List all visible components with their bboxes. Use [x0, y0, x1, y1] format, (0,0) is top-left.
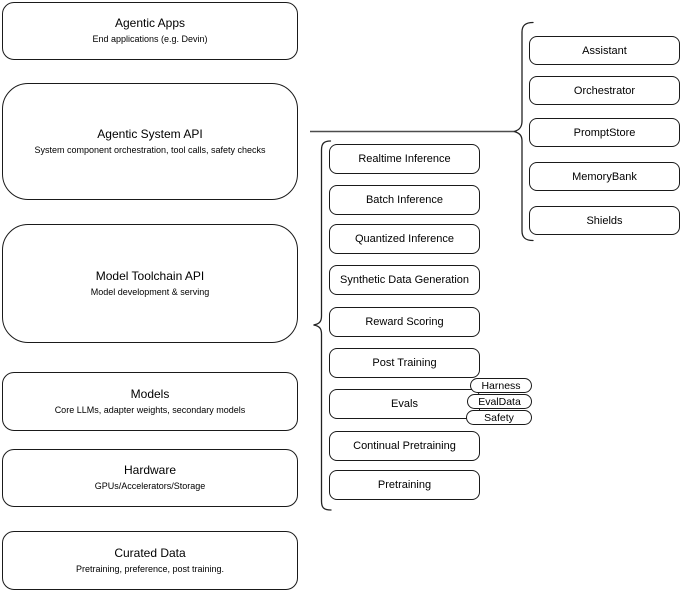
node-label: Realtime Inference	[358, 153, 451, 165]
node-subtitle: Model development & serving	[90, 286, 210, 297]
node-title: Agentic Apps	[114, 16, 186, 31]
node-subtitle: System component orchestration, tool cal…	[34, 144, 266, 155]
node-realtime-inference: Realtime Inference	[329, 144, 480, 174]
node-subtitle: Pretraining, preference, post training.	[75, 563, 225, 574]
node-curated-data: Curated Data Pretraining, preference, po…	[2, 531, 298, 590]
tag-label: Harness	[481, 379, 521, 392]
node-label: Batch Inference	[365, 194, 444, 206]
node-shields: Shields	[529, 206, 680, 235]
node-label: Reward Scoring	[365, 316, 444, 328]
node-label: Continual Pretraining	[353, 440, 456, 452]
node-label: MemoryBank	[572, 170, 637, 183]
node-title: Models	[130, 386, 170, 401]
node-label: Evals	[391, 398, 418, 410]
node-label: Synthetic Data Generation	[339, 274, 470, 286]
node-label: Shields	[586, 214, 623, 227]
node-quantized-inference: Quantized Inference	[329, 224, 480, 254]
node-agentic-apps: Agentic Apps End applications (e.g. Devi…	[2, 2, 298, 60]
node-model-toolchain-api: Model Toolchain API Model development & …	[2, 224, 298, 343]
node-evals: Evals	[329, 389, 480, 419]
node-title: Agentic System API	[97, 126, 203, 141]
tag-safety: Safety	[466, 410, 532, 425]
node-label: Assistant	[582, 44, 627, 57]
node-title: Model Toolchain API	[95, 268, 205, 283]
node-title: Hardware	[123, 463, 177, 478]
node-orchestrator: Orchestrator	[529, 76, 680, 105]
node-hardware: Hardware GPUs/Accelerators/Storage	[2, 449, 298, 507]
node-label: Orchestrator	[573, 84, 636, 97]
node-label: Pretraining	[377, 479, 432, 491]
node-label: Quantized Inference	[354, 233, 455, 245]
node-assistant: Assistant	[529, 36, 680, 65]
node-subtitle: Core LLMs, adapter weights, secondary mo…	[54, 404, 246, 415]
node-continual-pretraining: Continual Pretraining	[329, 431, 480, 461]
node-pretraining: Pretraining	[329, 470, 480, 500]
node-models: Models Core LLMs, adapter weights, secon…	[2, 372, 298, 431]
node-post-training: Post Training	[329, 348, 480, 378]
tag-label: EvalData	[478, 395, 521, 408]
node-label: PromptStore	[573, 126, 636, 139]
node-reward-scoring: Reward Scoring	[329, 307, 480, 337]
node-agentic-system-api: Agentic System API System component orch…	[2, 83, 298, 200]
node-synthetic-data-generation: Synthetic Data Generation	[329, 265, 480, 295]
tag-harness: Harness	[470, 378, 532, 393]
node-subtitle: End applications (e.g. Devin)	[92, 34, 208, 45]
tag-label: Safety	[484, 411, 514, 424]
node-subtitle: GPUs/Accelerators/Storage	[94, 481, 206, 492]
node-label: Post Training	[372, 357, 437, 369]
tag-evaldata: EvalData	[467, 394, 532, 409]
node-title: Curated Data	[114, 545, 186, 560]
node-promptstore: PromptStore	[529, 118, 680, 147]
node-memorybank: MemoryBank	[529, 162, 680, 191]
node-batch-inference: Batch Inference	[329, 185, 480, 215]
